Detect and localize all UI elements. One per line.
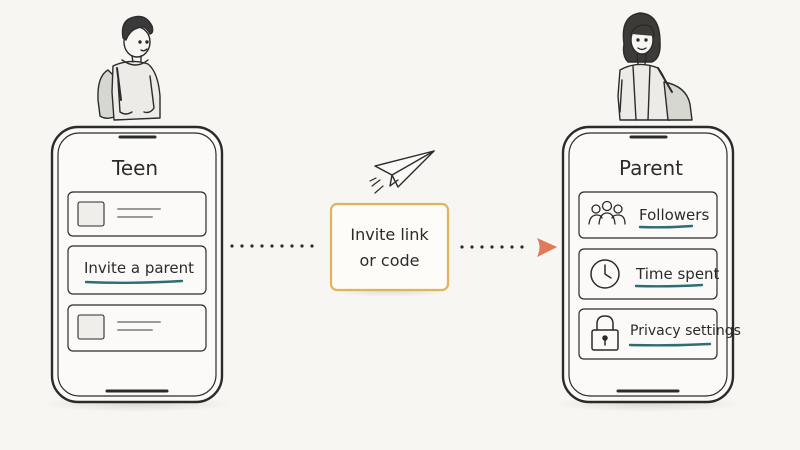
teen-phone-screen xyxy=(57,132,217,397)
invite-card-line1: Invite link xyxy=(350,225,429,244)
parent-phone-title: Parent xyxy=(619,156,684,180)
teen-row-placeholder xyxy=(67,191,207,237)
invite-underline xyxy=(84,279,184,284)
connector-right xyxy=(460,245,524,249)
followers-label: Followers xyxy=(639,206,710,224)
teen-row-invite[interactable] xyxy=(67,245,207,295)
padlock-icon xyxy=(591,315,619,351)
parent-phone-screen xyxy=(568,132,728,397)
connector-left xyxy=(230,244,314,248)
teen-phone-title: Teen xyxy=(112,156,159,180)
invite-card-line2: or code xyxy=(359,251,420,270)
privacy-settings-label: Privacy settings xyxy=(630,323,741,339)
arrow-head-icon xyxy=(536,237,558,258)
parent-figure xyxy=(617,12,693,121)
teen-phone xyxy=(50,125,224,404)
teen-row-placeholder xyxy=(67,304,207,352)
parent-row-followers[interactable] xyxy=(578,191,718,239)
parent-row-time-spent[interactable] xyxy=(578,248,718,300)
invite-card xyxy=(329,202,450,292)
privacy-underline xyxy=(628,342,712,347)
teen-figure xyxy=(97,15,161,121)
paper-plane-icon xyxy=(369,150,435,194)
time-spent-label: Time spent xyxy=(636,265,720,283)
followers-underline xyxy=(638,224,694,229)
clock-icon xyxy=(590,259,620,289)
people-icon xyxy=(588,200,626,225)
parent-row-privacy[interactable] xyxy=(578,308,718,360)
parent-phone xyxy=(561,125,735,404)
time-spent-underline xyxy=(634,283,704,288)
invite-parent-label: Invite a parent xyxy=(84,259,194,277)
